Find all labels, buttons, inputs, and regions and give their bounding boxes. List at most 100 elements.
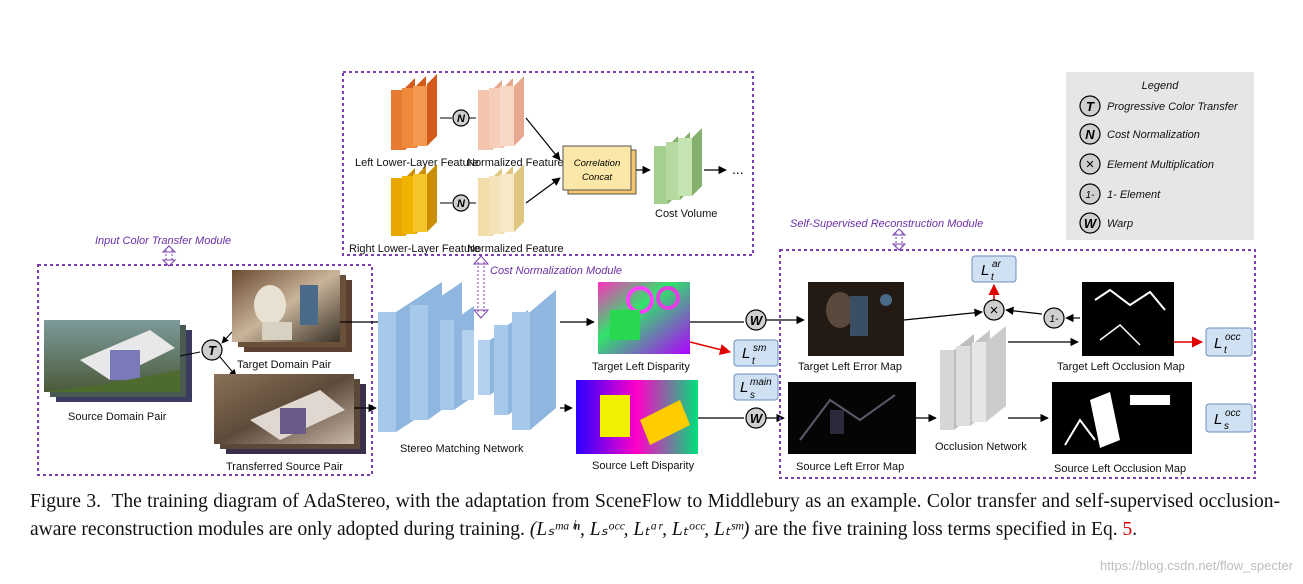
cost-normalization-link bbox=[472, 255, 490, 319]
svg-text:×: × bbox=[1086, 156, 1095, 173]
caption-text-2: are the five training loss terms specifi… bbox=[754, 519, 1118, 540]
correlation-concat-block: Correlation Concat bbox=[562, 145, 637, 195]
caption-lead: Figure 3. bbox=[30, 491, 101, 512]
one-minus-element-symbol: 1- bbox=[1043, 307, 1065, 329]
target-domain-pair-label: Target Domain Pair bbox=[237, 359, 331, 371]
legend-item-transfer: T Progressive Color Transfer bbox=[1079, 95, 1239, 117]
svg-text:Correlation: Correlation bbox=[574, 158, 620, 169]
source-left-disparity-image bbox=[576, 380, 698, 454]
svg-text:occ: occ bbox=[1225, 332, 1241, 343]
legend-item-multiplication: × Element Multiplication bbox=[1079, 153, 1214, 175]
svg-text:t: t bbox=[752, 356, 756, 367]
input-color-transfer-box bbox=[37, 264, 373, 476]
occlusion-network-label: Occlusion Network bbox=[935, 441, 1027, 453]
svg-text:W: W bbox=[750, 411, 764, 426]
source-left-error-map-label: Source Left Error Map bbox=[796, 461, 904, 473]
target-domain-pair-image bbox=[232, 270, 352, 352]
cost-normalization-box bbox=[342, 71, 754, 256]
input-color-transfer-link bbox=[161, 245, 177, 267]
self-supervised-label: Self-Supervised Reconstruction Module bbox=[790, 218, 983, 230]
normalized-feature-top bbox=[478, 76, 524, 150]
cost-normalization-module-label: Cost Normalization Module bbox=[490, 265, 622, 277]
svg-text:Element Multiplication: Element Multiplication bbox=[1107, 159, 1214, 171]
cost-volume-label: Cost Volume bbox=[655, 208, 717, 220]
source-domain-pair-label: Source Domain Pair bbox=[68, 411, 167, 423]
source-left-disparity-label: Source Left Disparity bbox=[592, 460, 695, 472]
caption-eq-link[interactable]: 5 bbox=[1122, 519, 1133, 540]
svg-text:×: × bbox=[990, 302, 999, 319]
svg-text:L: L bbox=[740, 379, 748, 396]
legend-title: Legend bbox=[1142, 80, 1180, 92]
element-multiplication-symbol: × bbox=[983, 299, 1005, 321]
transferred-source-pair-image bbox=[214, 374, 366, 454]
transferred-source-pair-label: Transferred Source Pair bbox=[226, 461, 343, 473]
svg-text:L: L bbox=[981, 262, 989, 279]
svg-text:Concat: Concat bbox=[582, 172, 612, 183]
loss-l-ar: L ar t bbox=[971, 255, 1017, 283]
input-color-transfer-label: Input Color Transfer Module bbox=[95, 235, 231, 247]
svg-text:Progressive Color Transfer: Progressive Color Transfer bbox=[1107, 101, 1239, 113]
target-left-error-map-image bbox=[808, 282, 904, 356]
left-feature-label: Left Lower-Layer Feature bbox=[355, 157, 479, 169]
loss-l-occ-source: L occ s bbox=[1205, 403, 1253, 433]
right-lower-layer-feature bbox=[391, 164, 437, 236]
self-supervised-box bbox=[779, 249, 1256, 479]
target-left-disparity-label: Target Left Disparity bbox=[592, 361, 690, 373]
svg-text:sm: sm bbox=[753, 343, 766, 354]
right-feature-label: Right Lower-Layer Feature bbox=[349, 243, 480, 255]
loss-l-main: L main s bbox=[733, 373, 779, 401]
svg-text:main: main bbox=[750, 377, 772, 388]
svg-text:L: L bbox=[742, 345, 750, 362]
svg-text:T: T bbox=[208, 343, 217, 358]
source-left-error-map-image bbox=[788, 382, 916, 454]
figure-caption: Figure 3. The training diagram of AdaSte… bbox=[30, 488, 1280, 544]
svg-text:W: W bbox=[750, 313, 764, 328]
loss-l-occ-target: L occ t bbox=[1205, 327, 1253, 357]
self-supervised-link bbox=[891, 228, 907, 251]
warp-symbol-bottom: W bbox=[745, 407, 767, 429]
svg-text:t: t bbox=[1224, 345, 1228, 356]
left-lower-layer-feature bbox=[391, 74, 437, 150]
svg-text:L: L bbox=[1214, 411, 1222, 428]
legend-item-warp: W Warp bbox=[1079, 212, 1133, 234]
svg-text:ar: ar bbox=[992, 259, 1002, 270]
legend-item-normalization: N Cost Normalization bbox=[1079, 123, 1200, 145]
cost-normalization-symbol-top: N bbox=[440, 109, 476, 127]
cost-normalization-symbol-bottom: N bbox=[440, 194, 476, 212]
svg-text:Cost Normalization: Cost Normalization bbox=[1107, 129, 1200, 141]
target-left-disparity-image bbox=[598, 282, 690, 354]
watermark: https://blog.csdn.net/flow_specter bbox=[1100, 558, 1293, 573]
svg-text:1-: 1- bbox=[1050, 314, 1060, 325]
legend-item-one-minus: 1- 1- Element bbox=[1079, 183, 1161, 205]
svg-text:N: N bbox=[457, 198, 466, 210]
target-left-error-map-label: Target Left Error Map bbox=[798, 361, 902, 373]
svg-text:1- Element: 1- Element bbox=[1107, 189, 1161, 201]
svg-text:W: W bbox=[1084, 216, 1098, 231]
normalized-feature-label-bottom: Normalized Feature bbox=[467, 243, 564, 255]
source-left-occlusion-map-image bbox=[1052, 382, 1192, 454]
caption-text-1: The training diagram of AdaStereo, with … bbox=[30, 491, 1280, 540]
svg-text:1-: 1- bbox=[1086, 190, 1096, 201]
target-left-occlusion-map-label: Target Left Occlusion Map bbox=[1057, 361, 1185, 373]
normalized-feature-bottom bbox=[478, 164, 524, 236]
warp-symbol-top: W bbox=[745, 309, 767, 331]
svg-text:occ: occ bbox=[1225, 408, 1241, 419]
target-left-occlusion-map-image bbox=[1082, 282, 1174, 356]
cost-volume bbox=[654, 128, 702, 204]
source-left-occlusion-map-label: Source Left Occlusion Map bbox=[1054, 463, 1186, 475]
svg-text:t: t bbox=[991, 272, 995, 283]
occlusion-network bbox=[940, 326, 1006, 430]
stereo-matching-network bbox=[378, 282, 556, 432]
source-domain-pair-image bbox=[44, 320, 192, 402]
svg-text:s: s bbox=[1224, 421, 1229, 432]
svg-text:L: L bbox=[1214, 335, 1222, 352]
caption-math: (Lₛᵐᵃⁱⁿ, Lₛᵒᶜᶜ, Lₜᵃʳ, Lₜᵒᶜᶜ, Lₜˢᵐ) bbox=[529, 519, 750, 540]
stereo-matching-network-label: Stereo Matching Network bbox=[400, 443, 524, 455]
progressive-color-transfer-symbol: T bbox=[201, 339, 223, 361]
svg-text:Warp: Warp bbox=[1107, 218, 1133, 230]
normalized-feature-label-top: Normalized Feature bbox=[467, 157, 564, 169]
ellipsis: ... bbox=[732, 161, 744, 177]
loss-l-sm: L sm t bbox=[733, 339, 779, 367]
svg-text:N: N bbox=[457, 113, 466, 125]
